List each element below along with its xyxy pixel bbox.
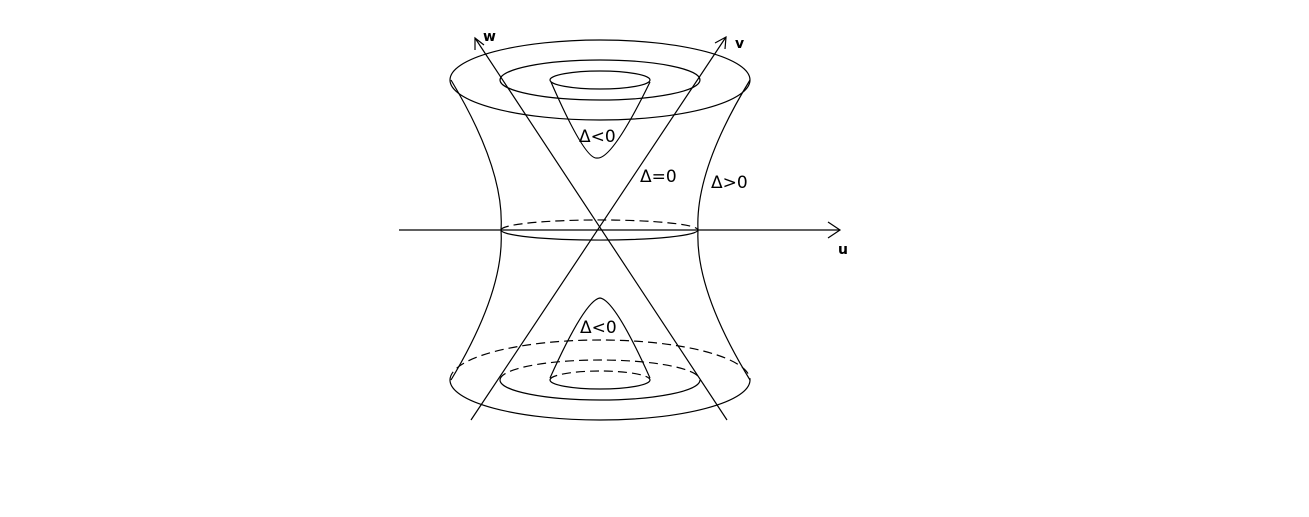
two-sheet-hyperboloid xyxy=(549,70,651,390)
upper-region-label: Δ<0 xyxy=(579,127,616,147)
hyperboloid-outline xyxy=(449,39,751,421)
v-axis xyxy=(470,35,727,421)
u-axis-label: u xyxy=(838,242,848,258)
outer-region-label: Δ>0 xyxy=(711,173,748,193)
lower-region-label: Δ<0 xyxy=(580,318,617,338)
u-axis xyxy=(399,221,842,239)
w-axis xyxy=(474,36,728,421)
cone-sections xyxy=(499,59,701,401)
w-axis-label: w xyxy=(483,29,496,45)
cone-label: Δ=0 xyxy=(640,167,677,187)
v-axis-label: v xyxy=(735,36,744,52)
